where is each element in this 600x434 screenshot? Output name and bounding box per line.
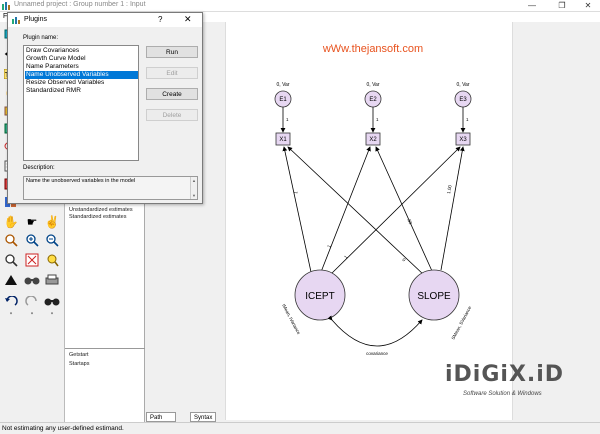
slope-x2-path xyxy=(375,146,433,272)
icept-x1-loading: 1 xyxy=(293,190,299,194)
icept-x2-loading: 1 xyxy=(326,244,332,249)
diagram-canvas[interactable]: wWw.thejansoft.com 0, Var 0, Var 0, Var … xyxy=(145,22,600,422)
slope-x1-path xyxy=(287,146,425,276)
undo-icon[interactable] xyxy=(3,294,19,310)
e2-var-label: 0, Var xyxy=(367,82,380,88)
file-list-item[interactable]: Startaps xyxy=(69,361,90,367)
covariance-path xyxy=(327,315,423,347)
zoom-in-icon[interactable] xyxy=(24,232,40,248)
loupe-icon[interactable] xyxy=(24,272,40,288)
icept-x2-path xyxy=(320,146,371,273)
slope-x2-loading: .50 xyxy=(406,217,413,225)
x1-label: X1 xyxy=(279,137,287,143)
description-scrollbar[interactable]: ▲ ▼ xyxy=(190,177,197,199)
print-icon[interactable] xyxy=(44,272,60,288)
help-button[interactable]: ? xyxy=(158,15,163,24)
fit-page-icon[interactable] xyxy=(24,252,40,268)
watermark: iDiGiX.iD Software Solution & Windows xyxy=(445,362,595,402)
amos-app-icon xyxy=(2,2,10,10)
title-bar: Unnamed project : Group number 1 : Input… xyxy=(0,0,600,12)
dialog-title-bar: Plugins ? ✕ xyxy=(8,13,202,27)
plugin-item-resize-observed-variables[interactable]: Resize Observed Variables xyxy=(26,79,105,86)
estimates-standardized[interactable]: Standardized estimates xyxy=(69,214,127,220)
icept-x1-path xyxy=(282,146,312,273)
observed-x3[interactable] xyxy=(455,132,471,146)
redo-icon[interactable] xyxy=(24,294,40,310)
e2-loading: 1 xyxy=(376,117,379,122)
status-bar: Not estimating any user-defined estimand… xyxy=(0,422,600,434)
delete-button[interactable]: Delete xyxy=(146,109,198,121)
e2-label: E2 xyxy=(369,97,377,103)
zoom-page-icon[interactable] xyxy=(44,252,60,268)
zoom-out-icon[interactable] xyxy=(44,232,60,248)
plugins-icon xyxy=(12,17,20,24)
e3-loading: 1 xyxy=(466,117,469,122)
description-box: Name the unobserved variables in the mod… xyxy=(23,176,198,200)
plugin-item-growth-curve-model[interactable]: Growth Curve Model xyxy=(26,55,86,62)
e1-label: E1 xyxy=(279,97,287,103)
latent-icept[interactable] xyxy=(294,269,346,321)
file-list-item[interactable]: Getstart xyxy=(69,352,89,358)
e3-var-label: 0, Var xyxy=(457,82,470,88)
x3-label: X3 xyxy=(459,137,467,143)
description-label: Description: xyxy=(23,165,55,171)
e1-var-label: 0, Var xyxy=(277,82,290,88)
plugin-name-label: Plugin name: xyxy=(23,35,59,41)
plugins-dialog: Plugins ? ✕ Plugin name: Draw Covariance… xyxy=(7,12,203,204)
close-window-button[interactable]: ✕ xyxy=(584,1,592,10)
tab-syntax[interactable]: Syntax xyxy=(190,412,217,422)
window-title: Unnamed project : Group number 1 : Input xyxy=(14,1,146,8)
more-tools-indicator: ″ xyxy=(30,313,34,319)
drawing-page: wWw.thejansoft.com 0, Var 0, Var 0, Var … xyxy=(225,22,513,420)
select-all-icon[interactable]: ✋ xyxy=(3,215,19,229)
icept-x3-path xyxy=(328,146,461,277)
slope-x1-loading: 0 xyxy=(401,257,407,263)
plugin-list[interactable]: Draw Covariances Growth Curve Model Name… xyxy=(23,45,139,161)
dialog-title: Plugins xyxy=(24,16,47,23)
edit-button[interactable]: Edit xyxy=(146,67,198,79)
icept-x3-loading: 1 xyxy=(343,254,349,260)
scroll-down-icon[interactable]: ▼ xyxy=(192,193,196,198)
degrees-of-freedom-icon[interactable] xyxy=(3,272,19,288)
observed-x1[interactable] xyxy=(275,132,291,146)
magnify-icon[interactable] xyxy=(3,252,19,268)
covariance-label: covariance xyxy=(366,351,388,356)
slope-x3-path xyxy=(440,146,465,271)
create-button[interactable]: Create xyxy=(146,88,198,100)
plugin-item-name-unobserved-variables[interactable]: Name Unobserved Variables xyxy=(25,71,138,79)
slope-label: SLOPE xyxy=(417,291,451,302)
select-one-icon[interactable]: ☛ xyxy=(26,215,38,229)
more-tools-indicator: ″ xyxy=(9,313,13,319)
deselect-icon[interactable]: ✌ xyxy=(44,215,60,229)
plugin-item-draw-covariances[interactable]: Draw Covariances xyxy=(26,47,80,54)
watermark-logo: iDiGiX.iD xyxy=(445,362,565,387)
plugin-item-name-parameters[interactable]: Name Parameters xyxy=(26,63,79,70)
specification-search-icon[interactable] xyxy=(44,294,60,310)
plugin-item-standardized-rmr[interactable]: Standardized RMR xyxy=(26,87,81,94)
run-button[interactable]: Run xyxy=(146,46,198,58)
zoom-area-icon[interactable] xyxy=(3,232,19,248)
path-diagram: wWw.thejansoft.com 0, Var 0, Var 0, Var … xyxy=(274,43,473,356)
minimize-button[interactable]: — xyxy=(528,1,536,10)
maximize-button[interactable]: ❐ xyxy=(558,1,566,10)
diagram-header: wWw.thejansoft.com xyxy=(322,43,423,55)
e1-loading: 1 xyxy=(286,117,289,122)
slope-x3-loading: 1.00 xyxy=(446,184,453,194)
x2-label: X2 xyxy=(369,137,377,143)
description-text: Name the unobserved variables in the mod… xyxy=(26,178,136,184)
watermark-tagline: Software Solution & Windows xyxy=(463,391,542,397)
observed-x2[interactable] xyxy=(365,132,381,146)
latent-slope[interactable] xyxy=(408,269,460,321)
scroll-up-icon[interactable]: ▲ xyxy=(192,178,196,183)
tab-path-diagram[interactable]: Path diagram xyxy=(146,412,176,431)
more-tools-indicator: ″ xyxy=(50,313,54,319)
dialog-close-button[interactable]: ✕ xyxy=(184,14,192,24)
e3-label: E3 xyxy=(459,97,467,103)
estimates-unstandardized[interactable]: Unstandardized estimates xyxy=(69,207,133,213)
icept-label: ICEPT xyxy=(305,291,334,302)
status-text: Not estimating any user-defined estimand… xyxy=(2,425,124,432)
panel-separator xyxy=(65,348,145,349)
